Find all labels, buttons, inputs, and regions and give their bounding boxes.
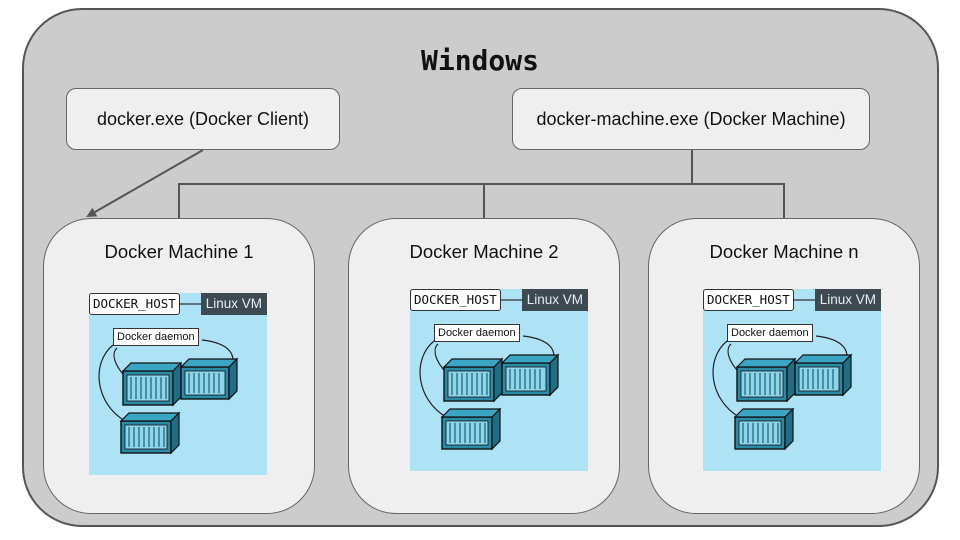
docker-machine-2-title: Docker Machine 2	[409, 241, 559, 262]
container-icon	[793, 353, 853, 397]
linux-vm-1: DOCKER_HOST Linux VM Docker daemon	[89, 293, 267, 475]
containers-n	[712, 335, 853, 451]
windows-title: Windows	[420, 44, 539, 77]
docker-machine-1-title: Docker Machine 1	[104, 241, 254, 262]
linux-vm-n: DOCKER_HOST Linux VM Docker daemon	[703, 289, 881, 471]
docker-host-label-2: DOCKER_HOST	[410, 289, 501, 311]
docker-client-label: docker.exe (Docker Client)	[96, 108, 310, 129]
container-icon	[442, 357, 504, 403]
docker-host-label-1: DOCKER_HOST	[89, 293, 180, 315]
container-icon	[440, 407, 502, 451]
container-icon	[121, 361, 183, 407]
container-icon	[500, 353, 560, 397]
docker-machine-tool-box: docker-machine.exe (Docker Machine)	[512, 88, 870, 150]
docker-machine-tool-label: docker-machine.exe (Docker Machine)	[536, 108, 846, 129]
docker-daemon-label-2: Docker daemon	[434, 324, 520, 342]
containers-2	[419, 335, 560, 451]
docker-daemon-label-n: Docker daemon	[727, 324, 813, 342]
container-icon	[119, 411, 181, 455]
container-icon	[179, 357, 239, 401]
machine-bus-line	[178, 183, 785, 218]
containers-1	[98, 339, 239, 455]
client-arrow	[86, 149, 204, 217]
container-icon	[735, 357, 797, 403]
docker-host-label-n: DOCKER_HOST	[703, 289, 794, 311]
linux-vm-2: DOCKER_HOST Linux VM Docker daemon	[410, 289, 588, 471]
docker-client-box: docker.exe (Docker Client)	[66, 88, 340, 150]
linux-vm-tag-2: Linux VM	[521, 289, 588, 311]
linux-vm-tag-1: Linux VM	[200, 293, 267, 315]
docker-daemon-label-1: Docker daemon	[113, 328, 199, 346]
docker-machine-n-title: Docker Machine n	[709, 241, 859, 262]
linux-vm-tag-n: Linux VM	[814, 289, 881, 311]
container-icon	[733, 407, 795, 451]
